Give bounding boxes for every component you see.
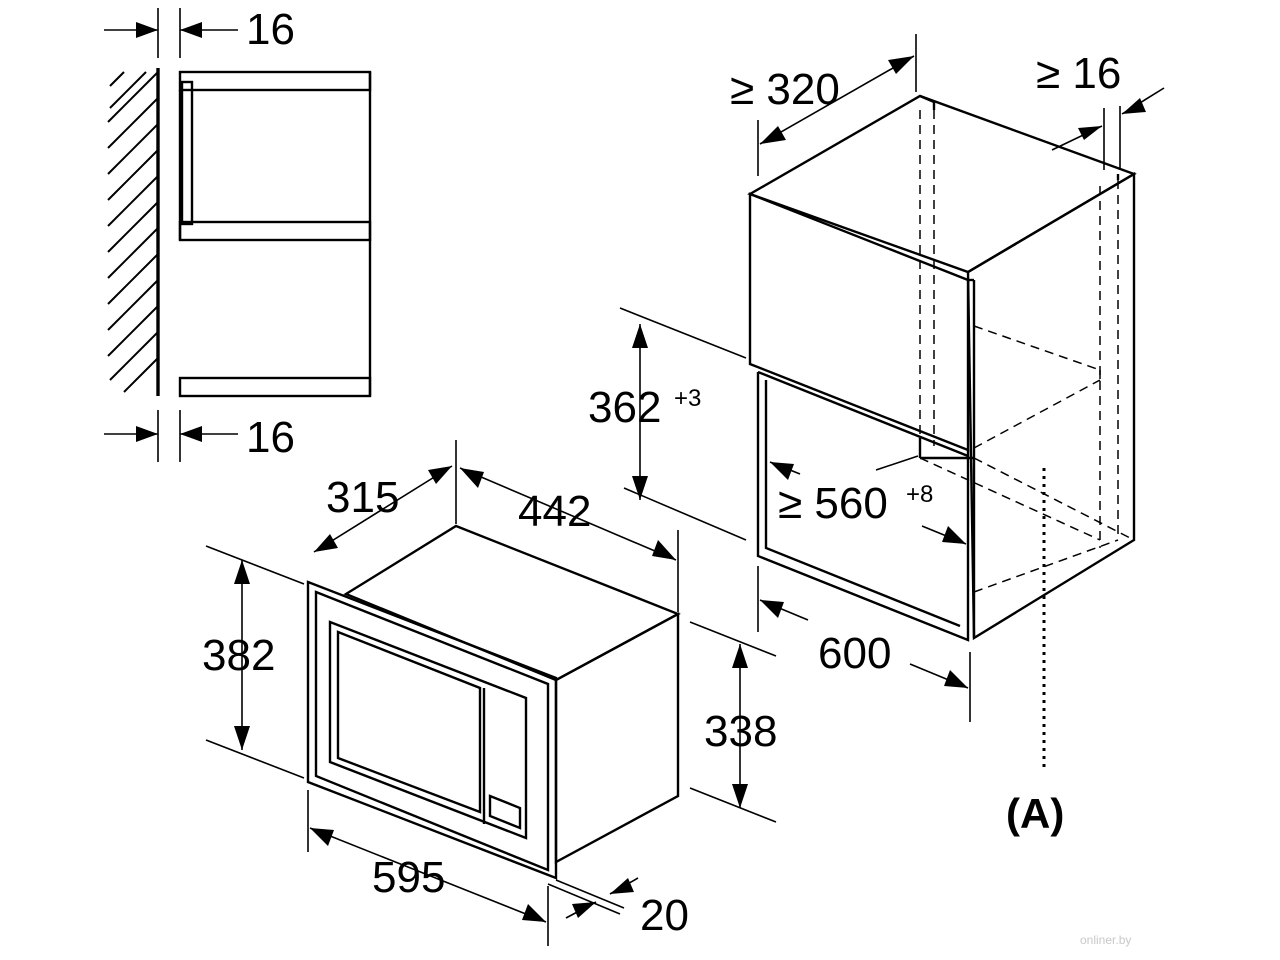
dim-niche-width [769,455,967,545]
label-front-height: 382 [202,631,275,680]
dim-cabinet-depth [757,34,917,176]
label-niche-height-tolerance: +3 [674,385,701,412]
dim-cabinet-width [757,566,971,722]
label-niche-width-tolerance: +8 [906,481,933,508]
dim-cabinet-side-gap [1051,87,1165,170]
built-in-cabinet [747,94,1137,772]
label-side-top-gap: 16 [246,5,295,54]
label-front-width: 595 [372,853,445,902]
label-cabinet-side-gap: ≥ 16 [1036,49,1121,98]
hidden-lines [919,110,1135,593]
dim-top-gap [104,8,238,58]
label-oven-width: 442 [518,487,591,536]
cabinet-section [178,70,372,398]
label-body-height: 338 [704,707,777,756]
dim-oven-width [459,467,679,612]
label-cabinet-depth: ≥ 320 [730,65,840,114]
dim-body-height [689,621,777,823]
label-marker-a: (A) [1006,790,1064,837]
dim-bottom-gap [104,410,238,462]
label-niche-width: ≥ 560 [778,479,888,528]
dim-front-thickness [547,877,639,919]
dim-front-height [205,545,305,779]
label-front-thickness: 20 [640,891,689,940]
label-niche-height: 362 [588,383,661,432]
label-oven-depth: 315 [326,473,399,522]
side-section-view [104,8,372,462]
microwave-oven [306,524,681,880]
label-cabinet-width: 600 [818,629,891,678]
dim-front-width [307,790,549,946]
watermark: onliner.by [1080,933,1131,947]
dim-oven-depth [313,440,457,553]
wall-hatching [107,68,160,396]
dim-niche-height [619,307,747,541]
label-side-bottom-gap: 16 [246,413,295,462]
